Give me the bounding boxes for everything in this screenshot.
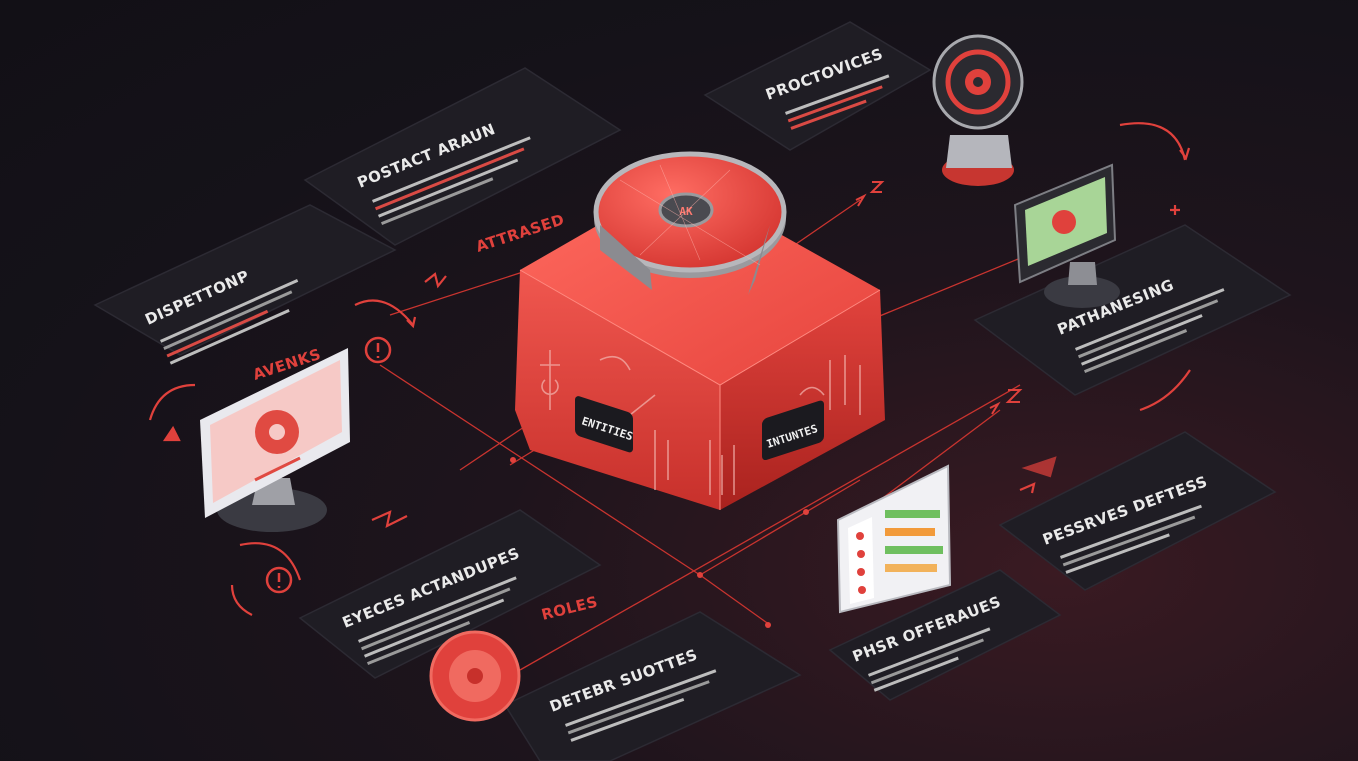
connection-nodes xyxy=(510,457,809,628)
card-text-lines xyxy=(785,74,890,130)
card-text-lines xyxy=(372,136,531,226)
monitor-left xyxy=(200,348,350,532)
card-detebr-suottes: DETEBR SUOTTES xyxy=(503,611,802,761)
card-text-lines xyxy=(1075,288,1225,374)
card-text-lines xyxy=(1060,504,1202,574)
card-proctovices: PROCTOVICES xyxy=(703,21,932,151)
curved-arrow-icon xyxy=(148,122,1191,616)
warning-badge-icon xyxy=(265,566,293,594)
z-markers xyxy=(855,181,1023,415)
card-text-lines xyxy=(160,278,299,365)
card-postact-araun: POSTACT ARAUN xyxy=(303,67,622,246)
card-text-lines xyxy=(565,669,717,742)
cube-glyphs xyxy=(540,350,861,495)
card-eyeces-actandupes: EYECES ACTANDUPES xyxy=(298,509,602,679)
cube-tag-left xyxy=(575,396,633,453)
monitor-right xyxy=(1013,163,1120,308)
monitor-bottom xyxy=(836,464,952,614)
card-text-lines xyxy=(358,576,517,666)
label-roles: ROLES xyxy=(540,593,600,624)
card-phsr-offeraues: PHSR OFFERAUES xyxy=(828,569,1062,701)
monitor-bars xyxy=(885,510,943,572)
server-box-icon xyxy=(932,34,1024,186)
card-dispettonp: DISPETTONP xyxy=(93,204,397,365)
warning-badge-icon xyxy=(364,336,392,364)
disk-icon xyxy=(429,630,521,722)
gear-icon xyxy=(1052,210,1076,234)
label-attrased: ATTRASED xyxy=(474,210,567,256)
card-pathanesing: PATHANESING xyxy=(973,224,1292,396)
hub-disk: AK xyxy=(593,151,787,295)
card-text-lines xyxy=(868,627,991,692)
card-pessrves-deftess: PESSRVES DEFTESS xyxy=(998,431,1277,591)
cube-tag-right xyxy=(762,400,824,461)
